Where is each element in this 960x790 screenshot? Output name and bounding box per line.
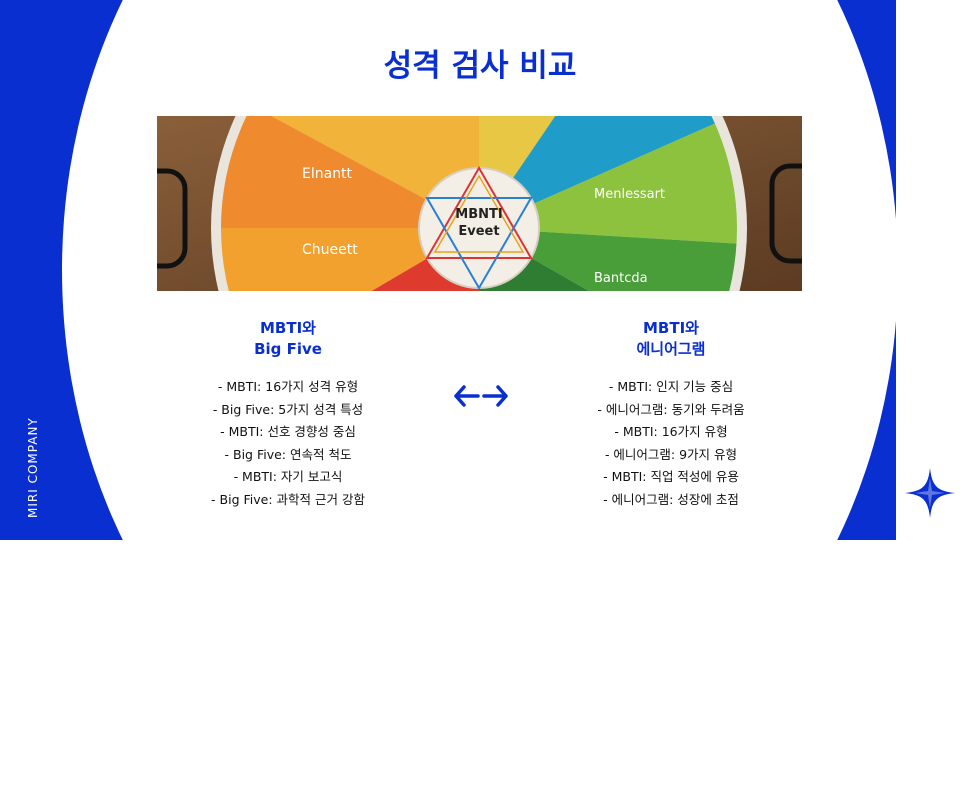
list-item: - MBTI: 인지 기능 중심 — [608, 379, 734, 394]
mbti-vs-bigfive-list: - MBTI: 16가지 성격 유형 - Big Five: 5가지 성격 특성… — [158, 376, 418, 511]
list-item: - 에니어그램: 동기와 두려움 — [597, 401, 745, 417]
wheel-label-right-top: Menlessart — [594, 187, 665, 202]
list-item: - MBTI: 16가지 유형 — [614, 424, 728, 439]
heading-line-2: Big Five — [254, 340, 322, 358]
brand-label: MIRI COMPANY — [26, 417, 40, 518]
list-item: - 에니어그램: 성장에 초점 — [603, 491, 739, 507]
list-item: - Big Five: 과학적 근거 강함 — [211, 491, 365, 507]
wheel-illustration: MBNTI Eveet Elnantt Chueett Menlessart B… — [157, 116, 802, 291]
background-right-edge — [896, 0, 960, 540]
heading-line-1: MBTI와 — [643, 319, 699, 337]
heading-line-1: MBTI와 — [260, 319, 316, 337]
mbti-vs-bigfive-column: MBTI와 Big Five - MBTI: 16가지 성격 유형 - Big … — [158, 318, 418, 511]
wheel-center-label-2: Eveet — [458, 224, 499, 239]
list-item: - Big Five: 5가지 성격 특성 — [212, 401, 364, 417]
list-item: - MBTI: 자기 보고식 — [233, 469, 343, 484]
list-item: - MBTI: 직업 적성에 유용 — [603, 469, 739, 484]
wheel-label-left-bottom: Chueett — [302, 242, 358, 258]
list-item: - 에니어그램: 9가지 유형 — [604, 446, 738, 462]
bidirectional-arrows-icon — [454, 385, 508, 407]
mbti-vs-enneagram-column: MBTI와 에니어그램 - MBTI: 인지 기능 중심 - 에니어그램: 동기… — [541, 318, 801, 511]
heading-line-2: 에니어그램 — [636, 340, 706, 358]
mbti-vs-enneagram-heading: MBTI와 에니어그램 — [541, 318, 801, 360]
wheel-center-label-1: MBNTI — [455, 207, 502, 222]
list-item: - MBTI: 16가지 성격 유형 — [217, 379, 359, 394]
eyeglasses-left-icon — [157, 168, 188, 269]
personality-wheel-image: MBNTI Eveet Elnantt Chueett Menlessart B… — [157, 116, 802, 291]
eyeglasses-right-icon — [769, 163, 802, 264]
wheel-label-right-bottom: Bantcda — [594, 271, 648, 286]
mbti-vs-enneagram-list: - MBTI: 인지 기능 중심 - 에니어그램: 동기와 두려움 - MBTI… — [541, 376, 801, 511]
slide-title: 성격 검사 비교 — [383, 48, 577, 84]
sparkle-icon — [905, 468, 955, 518]
list-item: - MBTI: 선호 경향성 중심 — [220, 424, 356, 439]
list-item: - Big Five: 연속적 척도 — [224, 446, 352, 462]
wheel-label-left-top: Elnantt — [302, 166, 353, 182]
mbti-vs-bigfive-heading: MBTI와 Big Five — [158, 318, 418, 360]
